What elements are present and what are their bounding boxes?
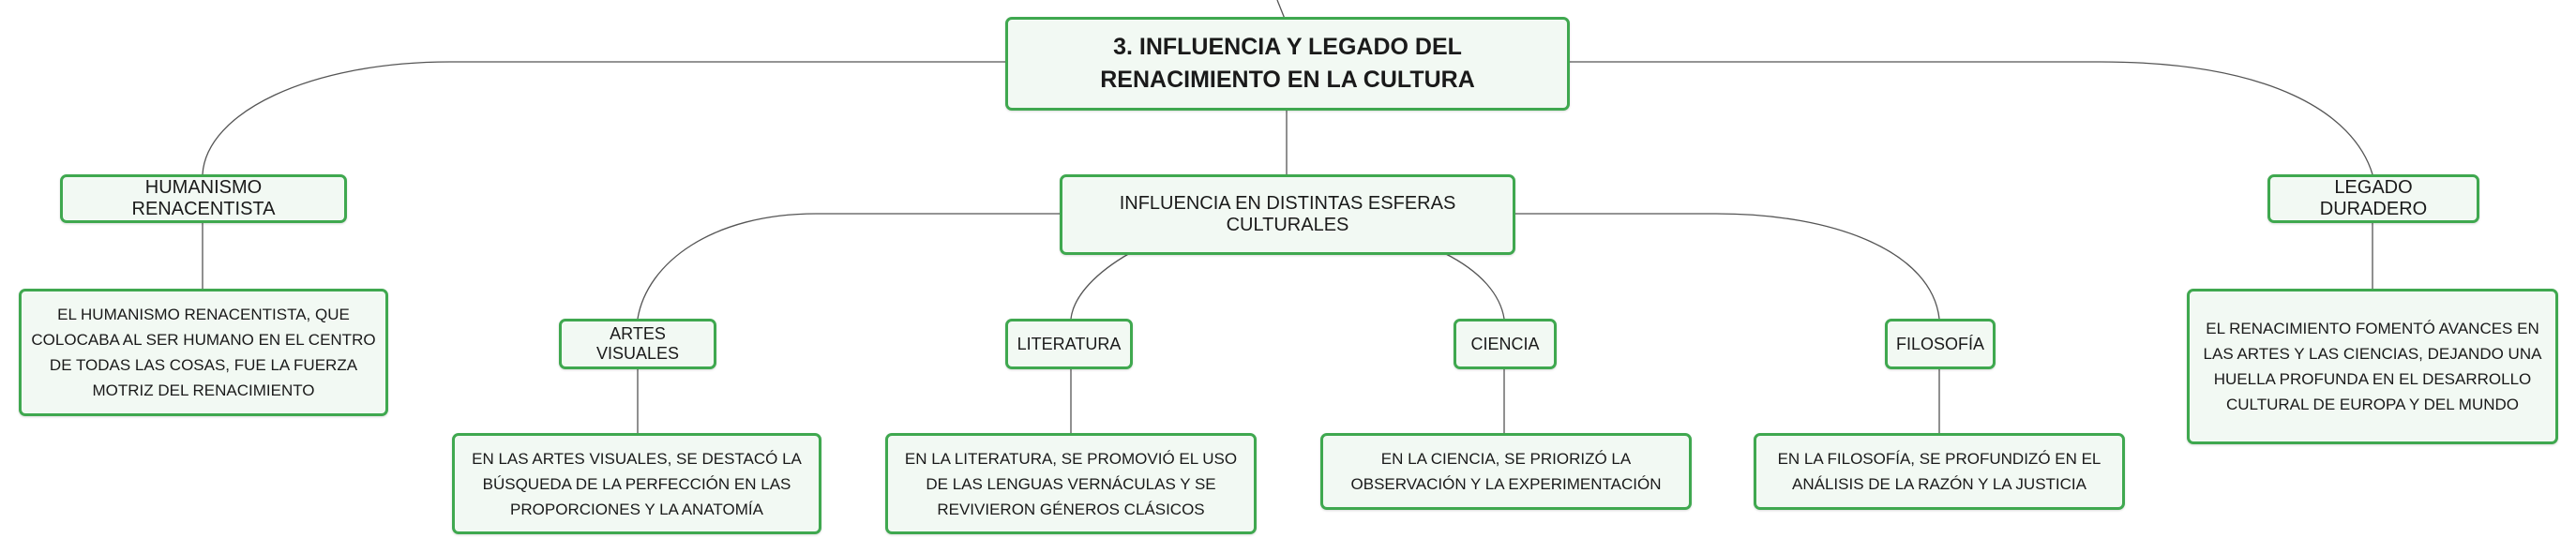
- connector-influencia-filosofia: [1514, 213, 1940, 320]
- topic-label: LEGADO DURADERO: [2319, 177, 2428, 219]
- subtopic-literatura[interactable]: LITERATURA: [1005, 319, 1133, 369]
- root-topic-label: 3. INFLUENCIA Y LEGADO DEL RENACIMIENTO …: [1100, 34, 1475, 93]
- desc-ciencia[interactable]: EN LA CIENCIA, SE PRIORIZÓ LA OBSERVACIÓ…: [1320, 433, 1692, 510]
- topic-description: EL HUMANISMO RENACENTISTA, QUE COLOCABA …: [31, 306, 376, 399]
- connector-root-legado: [1570, 61, 2373, 175]
- subtopic-artes-visuales[interactable]: ARTES VISUALES: [559, 319, 716, 369]
- connector-root-humanismo: [202, 61, 1005, 175]
- topic-description: EN LA FILOSOFÍA, SE PROFUNDIZÓ EN EL ANÁ…: [1777, 450, 2101, 493]
- subtopic-label: ARTES VISUALES: [595, 324, 680, 363]
- topic-label: HUMANISMO RENACENTISTA: [131, 177, 276, 219]
- subtopic-label: LITERATURA: [1017, 334, 1122, 353]
- connector-root-top: [1276, 0, 1286, 20]
- desc-legado-duradero[interactable]: EL RENACIMIENTO FOMENTÓ AVANCES EN LAS A…: [2187, 289, 2558, 444]
- root-topic[interactable]: 3. INFLUENCIA Y LEGADO DEL RENACIMIENTO …: [1005, 17, 1570, 111]
- topic-description: EN LA LITERATURA, SE PROMOVIÓ EL USO DE …: [904, 449, 1238, 518]
- topic-influencia-esferas[interactable]: INFLUENCIA EN DISTINTAS ESFERAS CULTURAL…: [1060, 174, 1515, 255]
- desc-artes-visuales[interactable]: EN LAS ARTES VISUALES, SE DESTACÓ LA BÚS…: [452, 433, 821, 534]
- subtopic-label: CIENCIA: [1470, 334, 1540, 353]
- subtopic-filosofia[interactable]: FILOSOFÍA: [1885, 319, 1996, 369]
- topic-label: INFLUENCIA EN DISTINTAS ESFERAS CULTURAL…: [1119, 193, 1456, 235]
- desc-humanismo-renacentista[interactable]: EL HUMANISMO RENACENTISTA, QUE COLOCABA …: [19, 289, 388, 416]
- topic-description: EN LAS ARTES VISUALES, SE DESTACÓ LA BÚS…: [472, 449, 802, 518]
- subtopic-ciencia[interactable]: CIENCIA: [1454, 319, 1557, 369]
- desc-literatura[interactable]: EN LA LITERATURA, SE PROMOVIÓ EL USO DE …: [885, 433, 1257, 534]
- connector-influencia-literatura: [1070, 252, 1131, 320]
- topic-humanismo-renacentista[interactable]: HUMANISMO RENACENTISTA: [60, 174, 347, 223]
- desc-filosofia[interactable]: EN LA FILOSOFÍA, SE PROFUNDIZÓ EN EL ANÁ…: [1754, 433, 2125, 510]
- connector-influencia-ciencia: [1443, 252, 1505, 320]
- subtopic-label: FILOSOFÍA: [1895, 334, 1985, 353]
- topic-description: EN LA CIENCIA, SE PRIORIZÓ LA OBSERVACIÓ…: [1350, 450, 1662, 493]
- topic-description: EL RENACIMIENTO FOMENTÓ AVANCES EN LAS A…: [2203, 320, 2542, 413]
- connector-influencia-artes: [637, 213, 1062, 320]
- topic-legado-duradero[interactable]: LEGADO DURADERO: [2267, 174, 2479, 223]
